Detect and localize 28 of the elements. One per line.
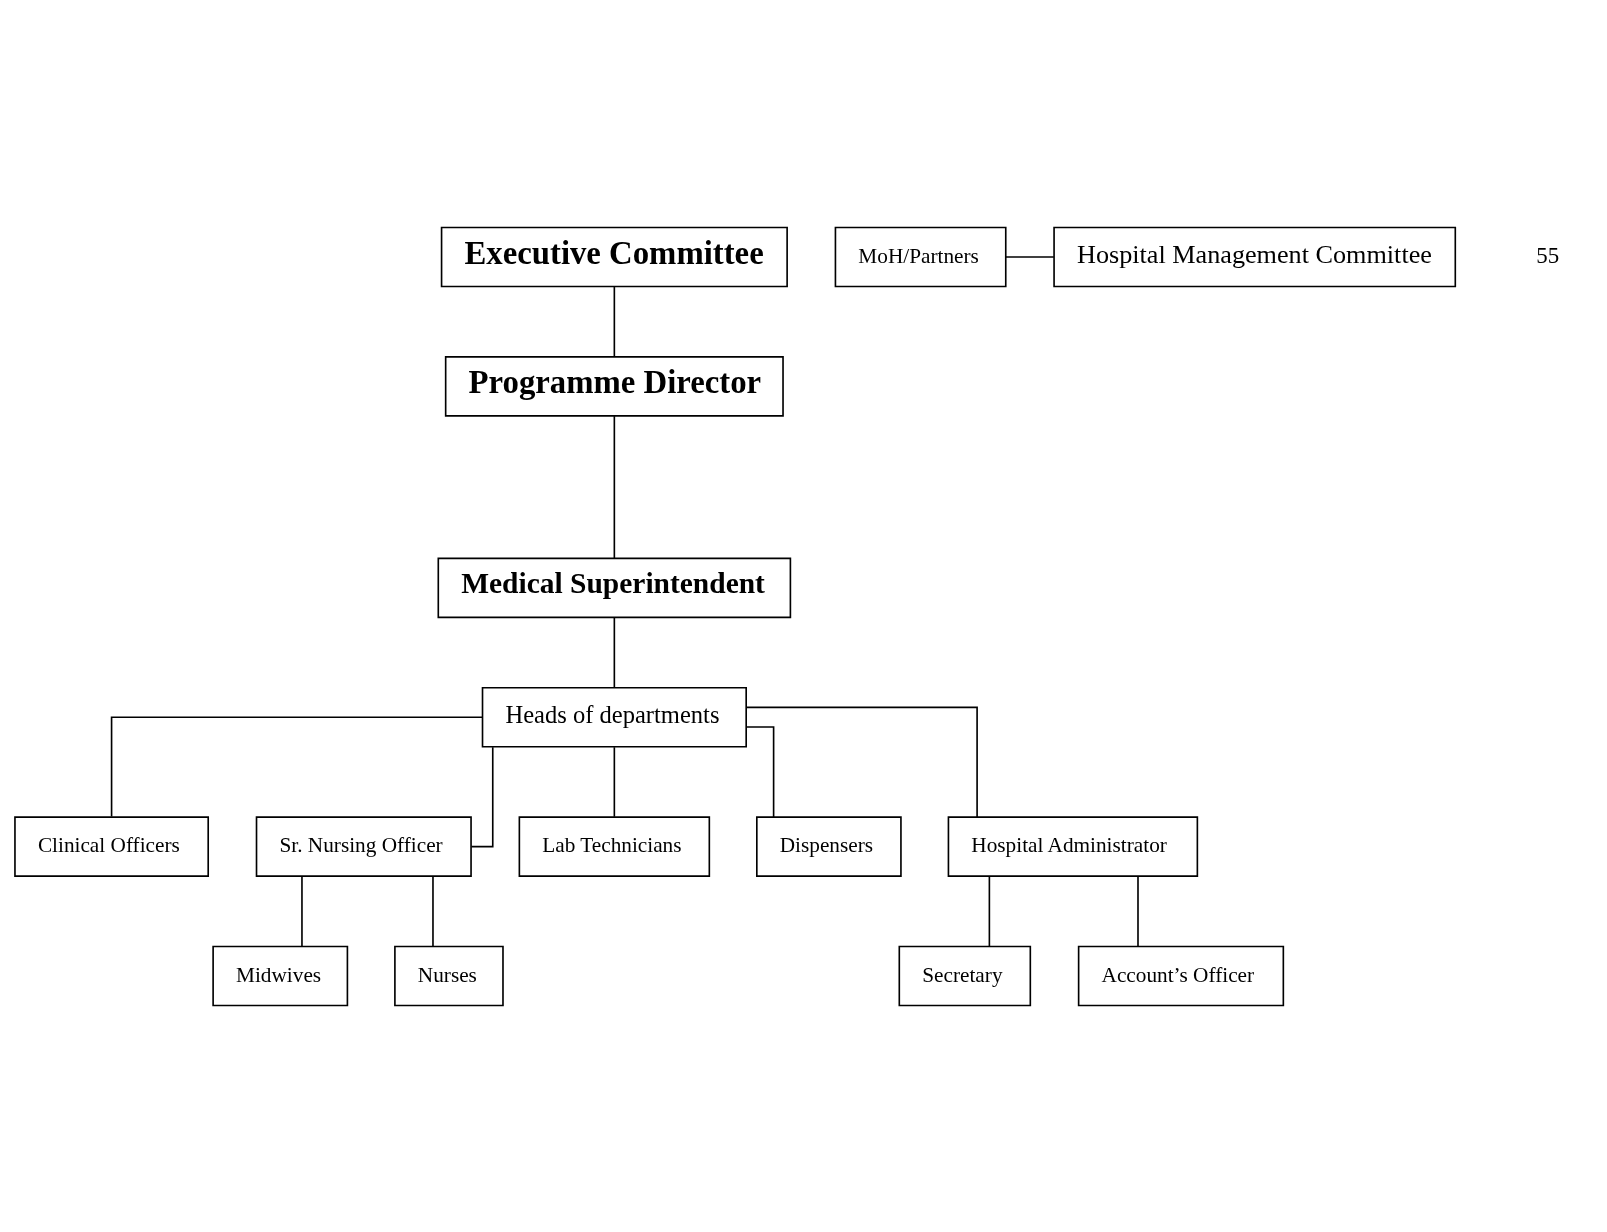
node-box: Midwives <box>212 945 349 1006</box>
connector <box>110 715 484 817</box>
node-box: Nurses <box>394 945 504 1006</box>
connector <box>745 725 775 818</box>
connector <box>613 745 616 818</box>
node-box: Hospital Management Committee <box>1053 226 1457 287</box>
connector <box>1004 255 1055 258</box>
node-box: Heads of departments <box>481 686 747 748</box>
label: 55 <box>1536 242 1560 268</box>
connector <box>613 414 616 559</box>
node-box: Clinical Officers <box>14 815 209 877</box>
node-box: Medical Superintendent <box>437 557 792 618</box>
node-box: Dispensers <box>756 815 902 877</box>
node-box: Secretary <box>898 945 1032 1006</box>
node-box: Hospital Administrator <box>947 815 1199 877</box>
connector <box>613 285 616 357</box>
node-box: Lab Technicians <box>518 815 711 877</box>
node-box: MoH/Partners <box>834 226 1007 287</box>
node-box: Account’s Officer <box>1077 945 1285 1006</box>
node-box: Executive Committee <box>440 226 788 287</box>
node-box: Programme Director <box>444 355 784 417</box>
connector <box>988 875 991 947</box>
connector <box>613 616 616 688</box>
node-box: Sr. Nursing Officer <box>255 815 472 877</box>
connector <box>1137 875 1139 947</box>
connector <box>745 706 978 818</box>
connector <box>432 875 434 947</box>
connector <box>301 875 303 947</box>
